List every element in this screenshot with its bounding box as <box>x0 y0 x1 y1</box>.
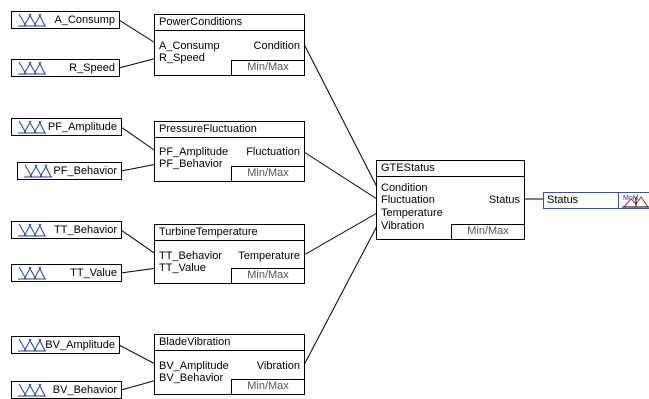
terminal-label: BV_Amplitude <box>45 339 115 351</box>
output-terminal-status[interactable]: Status MoM <box>543 192 649 209</box>
block-input-label: Condition <box>381 182 428 194</box>
block-title: PressureFluctuation <box>155 122 304 138</box>
fuzzy-variable-icon <box>24 164 52 178</box>
min-max-button[interactable]: Min/Max <box>231 166 304 181</box>
block-output-label: Status <box>488 194 520 206</box>
block-output-label: Condition <box>253 40 300 52</box>
block-gte-status[interactable]: GTEStatus Condition Fluctuation Temperat… <box>376 160 525 240</box>
fuzzy-variable-icon <box>18 120 46 134</box>
wire-r-speed <box>118 57 158 69</box>
output-terminal-label: Status <box>547 194 579 206</box>
block-input-label: PF_Amplitude <box>159 146 229 158</box>
fuzzy-variable-icon <box>18 266 46 280</box>
terminal-label: A_Consump <box>54 14 115 26</box>
terminal-tt-behavior[interactable]: TT_Behavior <box>11 221 122 239</box>
terminal-label: BV_Behavior <box>52 384 117 396</box>
block-input-label: BV_Amplitude <box>159 360 229 372</box>
block-input-label: BV_Behavior <box>159 372 224 384</box>
wire-fluctuation <box>303 151 378 200</box>
fuzzy-variable-icon <box>18 223 46 237</box>
wire-bv-amplitude <box>118 344 158 366</box>
block-input-label: R_Speed <box>159 52 205 64</box>
terminal-label: TT_Value <box>70 267 117 279</box>
wire-temperature <box>303 212 378 256</box>
wire-tt-behavior <box>120 229 158 256</box>
fuzzy-variable-icon <box>18 338 46 352</box>
block-output-label: Fluctuation <box>246 146 300 158</box>
block-blade-vibration[interactable]: BladeVibration BV_Amplitude BV_Behavior … <box>154 334 305 395</box>
terminal-r-speed[interactable]: R_Speed <box>11 59 120 77</box>
block-output-label: Vibration <box>256 360 300 372</box>
block-title: TurbineTemperature <box>155 225 304 241</box>
block-pressure-fluctuation[interactable]: PressureFluctuation PF_Amplitude PF_Beha… <box>154 121 305 182</box>
block-turbine-temperature[interactable]: TurbineTemperature TT_Behavior TT_Value … <box>154 224 305 284</box>
block-input-label: TT_Behavior <box>159 250 222 262</box>
wire-condition <box>303 43 378 188</box>
block-input-label: Temperature <box>381 207 443 219</box>
wire-pf-behavior <box>120 163 158 172</box>
wire-tt-value <box>120 267 158 274</box>
terminal-label: R_Speed <box>69 62 115 74</box>
terminal-pf-behavior[interactable]: PF_Behavior <box>17 162 122 180</box>
terminal-bv-amplitude[interactable]: BV_Amplitude <box>11 336 120 354</box>
output-separator <box>618 193 619 208</box>
terminal-a-consump[interactable]: A_Consump <box>11 11 120 29</box>
block-input-label: TT_Value <box>159 262 206 274</box>
terminal-label: TT_Behavior <box>54 224 117 236</box>
min-max-button[interactable]: Min/Max <box>231 379 304 394</box>
terminal-bv-behavior[interactable]: BV_Behavior <box>11 381 122 399</box>
block-input-label: Fluctuation <box>381 194 435 206</box>
min-max-button[interactable]: Min/Max <box>231 60 304 75</box>
wire-vibration <box>303 225 378 366</box>
block-output-label: Temperature <box>238 250 300 262</box>
wire-bv-behavior <box>120 379 158 391</box>
min-max-button[interactable]: Min/Max <box>451 224 524 239</box>
wire-pf-amplitude <box>120 126 158 153</box>
terminal-tt-value[interactable]: TT_Value <box>11 264 122 282</box>
block-input-label: PF_Behavior <box>159 158 223 170</box>
block-power-conditions[interactable]: PowerConditions A_Consump R_Speed Condit… <box>154 14 305 76</box>
block-title: GTEStatus <box>377 161 524 177</box>
fuzzy-variable-icon <box>18 13 46 27</box>
block-input-label: A_Consump <box>159 40 220 52</box>
terminal-label: PF_Behavior <box>53 165 117 177</box>
block-input-label: Vibration <box>381 220 425 232</box>
wire-a-consump <box>118 19 158 45</box>
defuzzify-mom-icon: MoM <box>622 195 649 208</box>
fuzzy-variable-icon <box>18 61 46 75</box>
fuzzy-variable-icon <box>18 383 46 397</box>
terminal-pf-amplitude[interactable]: PF_Amplitude <box>11 118 122 136</box>
block-title: PowerConditions <box>155 15 304 31</box>
terminal-label: PF_Amplitude <box>47 121 117 133</box>
block-title: BladeVibration <box>155 335 304 351</box>
min-max-button[interactable]: Min/Max <box>231 268 304 283</box>
